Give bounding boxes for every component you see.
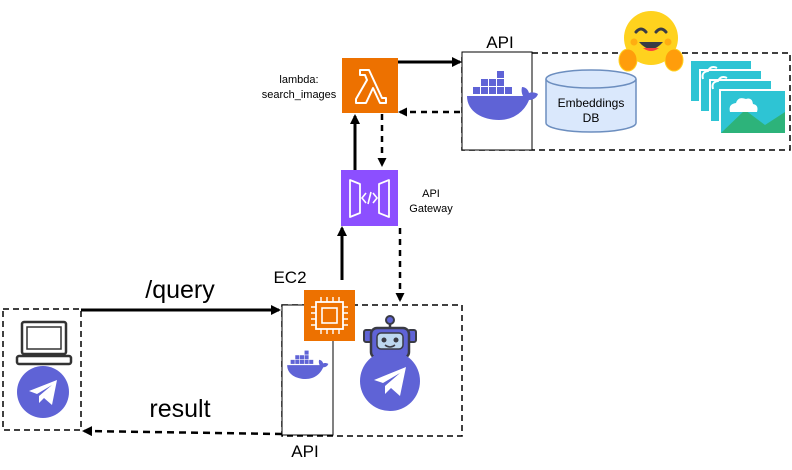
laptop-icon [15, 320, 73, 366]
api-gateway-label-line1: API [422, 188, 440, 200]
telegram-icon [17, 366, 69, 418]
result-arrow [82, 426, 283, 437]
lambda-icon [342, 58, 398, 113]
api-gateway-icon [341, 170, 398, 226]
query-label: /query [145, 276, 215, 304]
api-top-label: API [486, 33, 513, 52]
database-cylinder-icon [545, 69, 637, 133]
docker-whale-icon-small [287, 350, 329, 379]
ec2-chip-icon [304, 290, 355, 341]
docker-whale-icon [467, 71, 538, 120]
embeddings-label-line2: DB [583, 111, 600, 125]
api-bottom-label: API [291, 442, 318, 461]
image-stack-icon [689, 59, 787, 135]
telegram-bot-icon [360, 351, 420, 411]
bot-server-dashed-box [281, 304, 463, 437]
lambda-label-line2: search_images [262, 89, 337, 101]
api-gateway-label-line2: Gateway [409, 203, 453, 215]
ec2-label: EC2 [273, 268, 306, 287]
embeddings-label-line1: Embeddings [558, 96, 625, 110]
hugging-face-emoji-icon [618, 11, 684, 72]
lambda-label-line1: lambda: [279, 74, 318, 86]
result-label: result [149, 395, 210, 423]
